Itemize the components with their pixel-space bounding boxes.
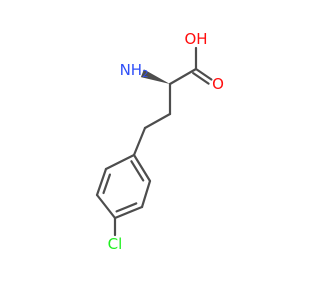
bond-c_carboxyl-o_carbonyl: [194, 67, 213, 81]
atom-label-cl: Cl: [108, 235, 123, 253]
atom-label-o-hydroxyl: OH: [184, 30, 207, 48]
bond-layer: [95, 46, 213, 237]
bond-c_beta-c_gamma: [143, 112, 172, 130]
atom-label-o-carbonyl: O: [212, 75, 224, 93]
bond-c_alpha-n_amino-wedge: [140, 69, 170, 84]
atom-label-n-amino: NH2: [120, 61, 149, 80]
bond-c_ring1-c_ring2: [132, 153, 152, 183]
bond-c_carboxyl-o_carbonyl-inner: [192, 72, 210, 85]
bond-c_ring1-c_ring2-inner: [130, 160, 145, 182]
bond-c_ring2-c_ring3: [140, 179, 152, 209]
bond-c_ring6-c_ring1: [104, 153, 136, 171]
bond-c_ring5-c_ring6: [95, 167, 108, 197]
bond-c_ring4-c_ring5: [95, 193, 117, 220]
bond-c_alpha-c_carboxyl: [168, 67, 198, 86]
bond-c_ring5-c_ring6-inner: [102, 173, 111, 195]
bond-c_ring3-c_ring4-inner: [115, 202, 138, 213]
bond-c_ring3-c_ring4: [113, 205, 144, 220]
bond-c_gamma-c_ring1: [132, 126, 147, 157]
